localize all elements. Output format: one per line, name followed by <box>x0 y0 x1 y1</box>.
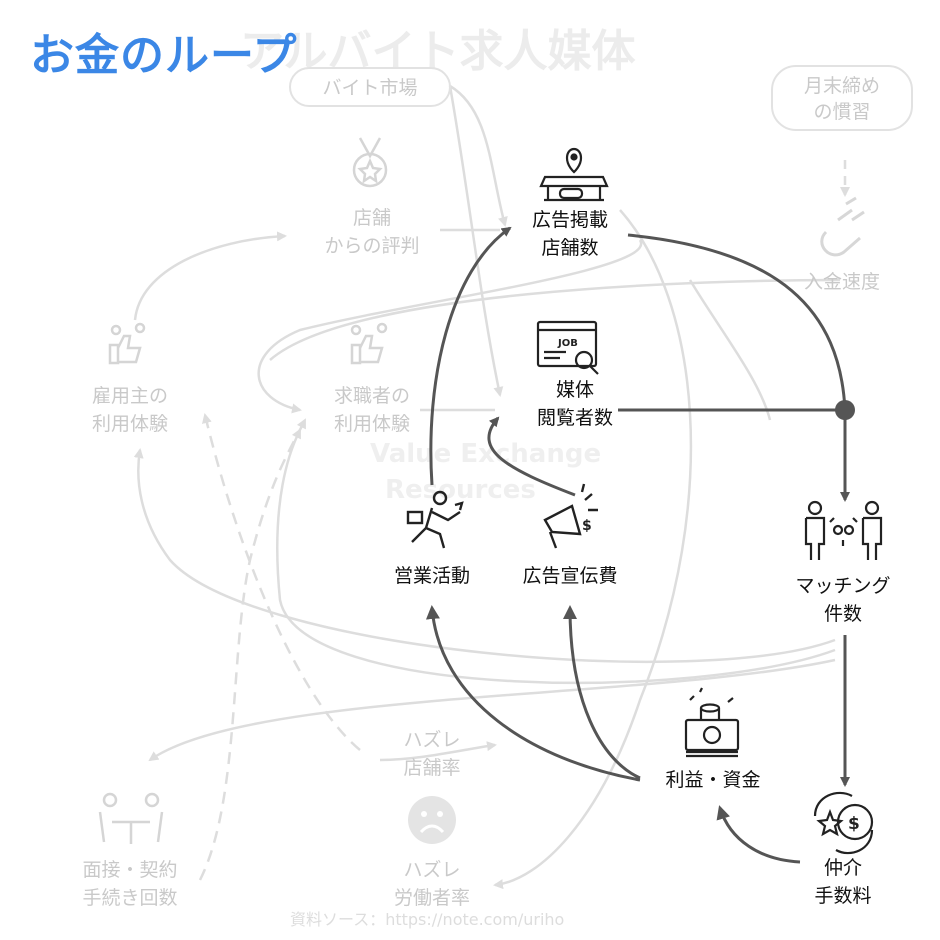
running-businessman-icon <box>406 490 464 549</box>
dim-node-interview: 面接・契約 手続き回数 <box>82 792 178 909</box>
svg-text:利益・資金: 利益・資金 <box>665 769 760 791</box>
svg-text:ハズレ: ハズレ <box>403 729 460 751</box>
medal-icon <box>352 137 388 188</box>
svg-text:店舗率: 店舗率 <box>403 757 460 779</box>
svg-text:$: $ <box>582 518 592 534</box>
thumbs-up-icon <box>108 322 146 365</box>
dim-node-monthly: 月末締め の慣習 <box>771 65 913 131</box>
svg-text:面接・契約: 面接・契約 <box>82 859 177 881</box>
svg-text:店舗: 店舗 <box>353 207 391 229</box>
svg-text:営業活動: 営業活動 <box>394 565 470 587</box>
handshake-people-icon <box>804 500 883 560</box>
node-sales: 営業活動 <box>394 490 470 587</box>
active-links <box>425 226 850 864</box>
node-ads: $ 広告宣伝費 <box>522 483 618 587</box>
svg-text:$: $ <box>848 814 860 834</box>
money-stack-icon <box>684 687 740 758</box>
svg-text:手数料: 手数料 <box>814 885 871 907</box>
svg-text:手続き回数: 手続き回数 <box>82 887 177 909</box>
svg-text:媒体: 媒体 <box>556 379 594 401</box>
node-fee: $ 仲介 手数料 <box>813 791 874 907</box>
svg-text:利用体験: 利用体験 <box>334 413 410 435</box>
svg-text:の慣習: の慣習 <box>813 101 870 123</box>
dim-node-deposit-speed: 入金速度 <box>804 196 880 293</box>
svg-text:からの評判: からの評判 <box>324 235 419 257</box>
node-profit: 利益・資金 <box>665 687 761 791</box>
svg-text:月末締め: 月末締め <box>804 75 880 97</box>
svg-text:バイト市場: バイト市場 <box>322 77 417 99</box>
svg-text:求職者の: 求職者の <box>334 385 410 407</box>
node-store-count: 広告掲載 店舗数 <box>532 147 609 259</box>
watermark-sub1: Value Exchange <box>370 439 601 469</box>
watermark-sub2: Resources <box>385 475 536 505</box>
svg-text:ハズレ: ハズレ <box>403 859 460 881</box>
job-search-icon: JOB <box>536 320 599 375</box>
page-title: お金のループ <box>30 30 297 81</box>
svg-text:雇用主の: 雇用主の <box>92 385 168 407</box>
svg-text:労働者率: 労働者率 <box>394 887 470 909</box>
coin-exchange-icon: $ <box>813 791 874 855</box>
megaphone-icon: $ <box>543 483 598 549</box>
dim-node-seeker-exp: 求職者の 利用体験 <box>334 322 410 435</box>
svg-text:マッチング: マッチング <box>795 575 890 597</box>
faded-links <box>133 84 850 890</box>
watermark-footer: 資料ソース：https://note.com/uriho <box>290 910 564 929</box>
thumbs-up-icon <box>350 322 388 365</box>
dim-node-employer-exp: 雇用主の 利用体験 <box>92 322 168 435</box>
dim-node-miss-store: ハズレ 店舗率 <box>403 729 460 779</box>
dim-node-miss-worker: ハズレ 労働者率 <box>394 796 470 909</box>
sad-face-icon <box>408 796 456 844</box>
svg-text:利用体験: 利用体験 <box>92 413 168 435</box>
svg-text:広告掲載: 広告掲載 <box>532 209 608 231</box>
svg-text:店舗数: 店舗数 <box>541 237 598 259</box>
interview-table-icon <box>98 792 164 844</box>
svg-text:広告宣伝費: 広告宣伝費 <box>522 565 617 587</box>
merge-junction-dot <box>835 400 855 420</box>
node-viewers: JOB 媒体 閲覧者数 <box>536 320 613 429</box>
dim-node-store-review: 店舗 からの評判 <box>324 137 420 257</box>
svg-text:仲介: 仲介 <box>824 857 862 879</box>
svg-text:件数: 件数 <box>824 603 862 625</box>
magnet-icon <box>820 196 865 257</box>
svg-text:入金速度: 入金速度 <box>804 271 880 293</box>
dim-node-market: バイト市場 <box>289 67 451 107</box>
svg-text:JOB: JOB <box>557 338 578 349</box>
watermark: アルバイト求人媒体 Value Exchange Resources 資料ソース… <box>240 26 636 929</box>
node-matching: マッチング 件数 <box>795 500 891 625</box>
store-icon <box>539 147 609 202</box>
svg-text:閲覧者数: 閲覧者数 <box>537 407 613 429</box>
